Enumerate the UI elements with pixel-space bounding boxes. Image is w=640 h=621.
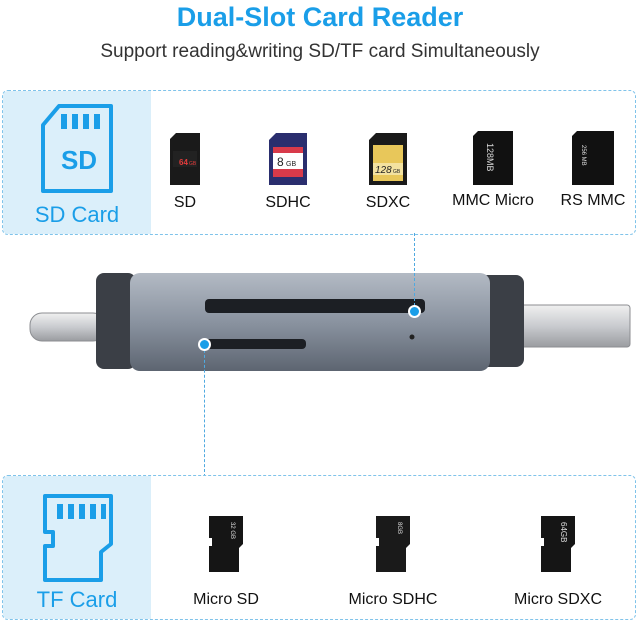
sd-card-image: 64 GB <box>170 133 200 185</box>
sdxc-card-capacity: 128 <box>375 165 392 176</box>
rs-mmc-card-capacity: 256 MB <box>580 145 586 166</box>
card-item-micro-sdhc: 8GB Micro SDHC <box>338 516 448 609</box>
usb-a-plug <box>519 304 631 348</box>
card-label-sdxc: SDXC <box>365 194 411 211</box>
card-item-micro-sd: 32 GB Micro SD <box>181 516 271 609</box>
card-item-sd: 64 GB SD <box>153 133 217 212</box>
card-label-micro-sdhc: Micro SDHC <box>348 591 438 608</box>
sdhc-card-image: 8 GB <box>269 133 307 185</box>
sdhc-card-capacity: 8 <box>277 155 284 169</box>
card-item-micro-sdxc: 64GB Micro SDXC <box>503 516 613 609</box>
sd-card-capacity-unit: GB <box>189 161 197 167</box>
card-label-mmc-micro: MMC Micro <box>452 192 534 209</box>
sd-leader-line <box>414 233 415 311</box>
tf-panel-sidebar: TF Card <box>3 476 151 619</box>
right-cap <box>480 275 524 367</box>
micro-sd-card-image: 32 GB <box>209 516 243 572</box>
reader-body <box>130 273 490 371</box>
sd-slot-marker <box>408 305 421 318</box>
led-indicator <box>409 334 415 340</box>
card-item-mmc-micro: 128MB MMC Micro <box>443 131 543 210</box>
card-label-rs-mmc: RS MMC <box>560 192 626 209</box>
card-label-sd: SD <box>173 194 197 211</box>
sd-card-icon: SD <box>41 104 113 193</box>
sdxc-card-capacity-unit: GB <box>393 169 401 175</box>
card-label-sdhc: SDHC <box>265 194 311 211</box>
mmc-micro-card-capacity: 128MB <box>485 143 495 172</box>
sdxc-card-image: 128 GB <box>369 133 407 185</box>
sd-slot <box>205 299 425 313</box>
card-item-sdxc: 128 GB SDXC <box>353 133 423 212</box>
sd-card-panel: SD SD Card 64 GB SD 8 GB SDHC 128 GB <box>2 90 636 235</box>
card-reader-device <box>29 273 631 371</box>
sd-icon-text: SD <box>61 145 97 175</box>
card-item-sdhc: 8 GB SDHC <box>253 133 323 212</box>
micro-sdxc-card-capacity: 64GB <box>559 522 568 542</box>
usb-c-plug <box>29 312 106 342</box>
micro-sdhc-card-capacity: 8GB <box>396 522 402 534</box>
card-label-micro-sd: Micro SD <box>193 591 259 608</box>
tf-card-panel: TF Card 32 GB Micro SD 8GB Micro SDHC 64… <box>2 475 636 620</box>
micro-sdhc-card-image: 8GB <box>376 516 410 572</box>
sd-panel-sidebar: SD SD Card <box>3 91 151 234</box>
tf-slot <box>200 339 306 349</box>
card-label-micro-sdxc: Micro SDXC <box>513 591 602 608</box>
mmc-micro-card-image: 128MB <box>473 131 513 185</box>
micro-sd-card-capacity: 32 GB <box>229 522 235 539</box>
sd-card-label: SD Card <box>34 202 120 227</box>
rs-mmc-card-image: 256 MB <box>572 131 614 185</box>
page-subtitle: Support reading&writing SD/TF card Simul… <box>100 41 540 62</box>
tf-slot-marker <box>198 338 211 351</box>
sdhc-card-capacity-unit: GB <box>286 161 296 168</box>
micro-sdxc-card-image: 64GB <box>541 516 575 572</box>
card-item-rs-mmc: 256 MB RS MMC <box>553 131 633 210</box>
tf-card-label: TF Card <box>36 587 118 612</box>
page-title: Dual-Slot Card Reader <box>176 2 464 32</box>
tf-leader-line <box>204 345 205 477</box>
tf-card-icon <box>43 494 113 582</box>
sd-card-capacity: 64 <box>179 158 188 167</box>
left-cap <box>96 273 136 369</box>
